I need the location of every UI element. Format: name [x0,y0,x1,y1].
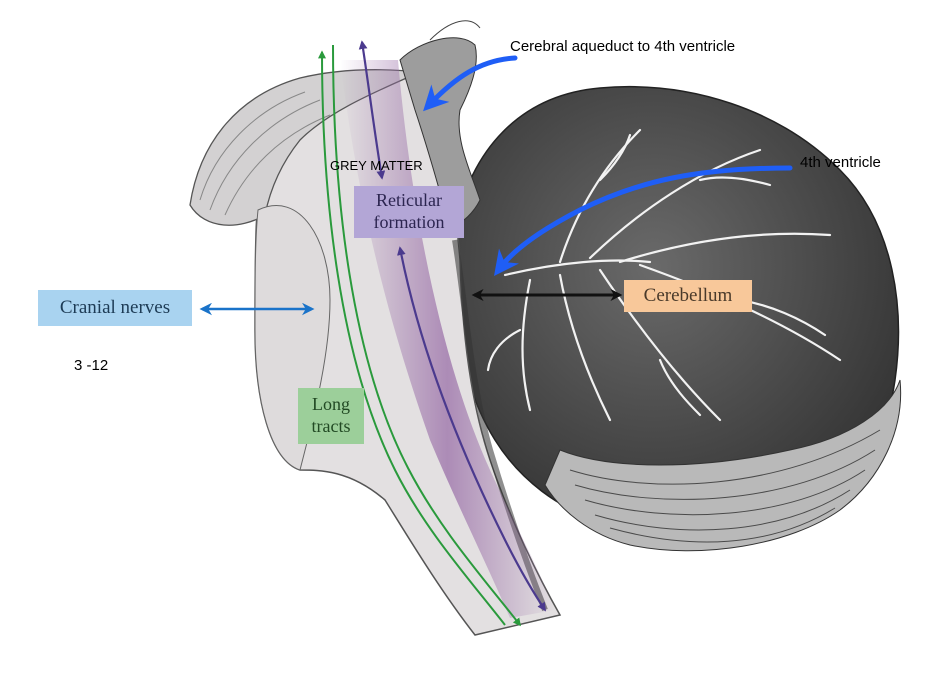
reticular-formation-box: Reticular formation [354,186,464,238]
aqueduct-pointer-arrow [423,55,518,112]
long-tracts-label-line1: Long [312,394,350,414]
cranial-nerves-box: Cranial nerves [38,290,192,326]
label-cerebral-aqueduct: Cerebral aqueduct to 4th ventricle [510,38,736,55]
cerebellum-label: Cerebellum [643,285,733,306]
reticular-formation-label-line1: Reticular [376,190,442,210]
long-tracts-label-line2: tracts [311,416,351,436]
fourth-ventricle-pointer-arrow [493,165,793,276]
label-cranial-nerve-range: 3 -12 [74,357,109,374]
label-grey-matter: GREY MATTER [330,158,423,173]
reticular-arrows [358,40,546,612]
reticular-formation-label-line2: formation [373,212,445,232]
cranial-nerves-label: Cranial nerves [59,297,171,318]
long-tracts-box: Long tracts [298,388,364,444]
cerebellum-box: Cerebellum [624,280,752,312]
label-fourth-ventricle: 4th ventricle [800,154,881,171]
